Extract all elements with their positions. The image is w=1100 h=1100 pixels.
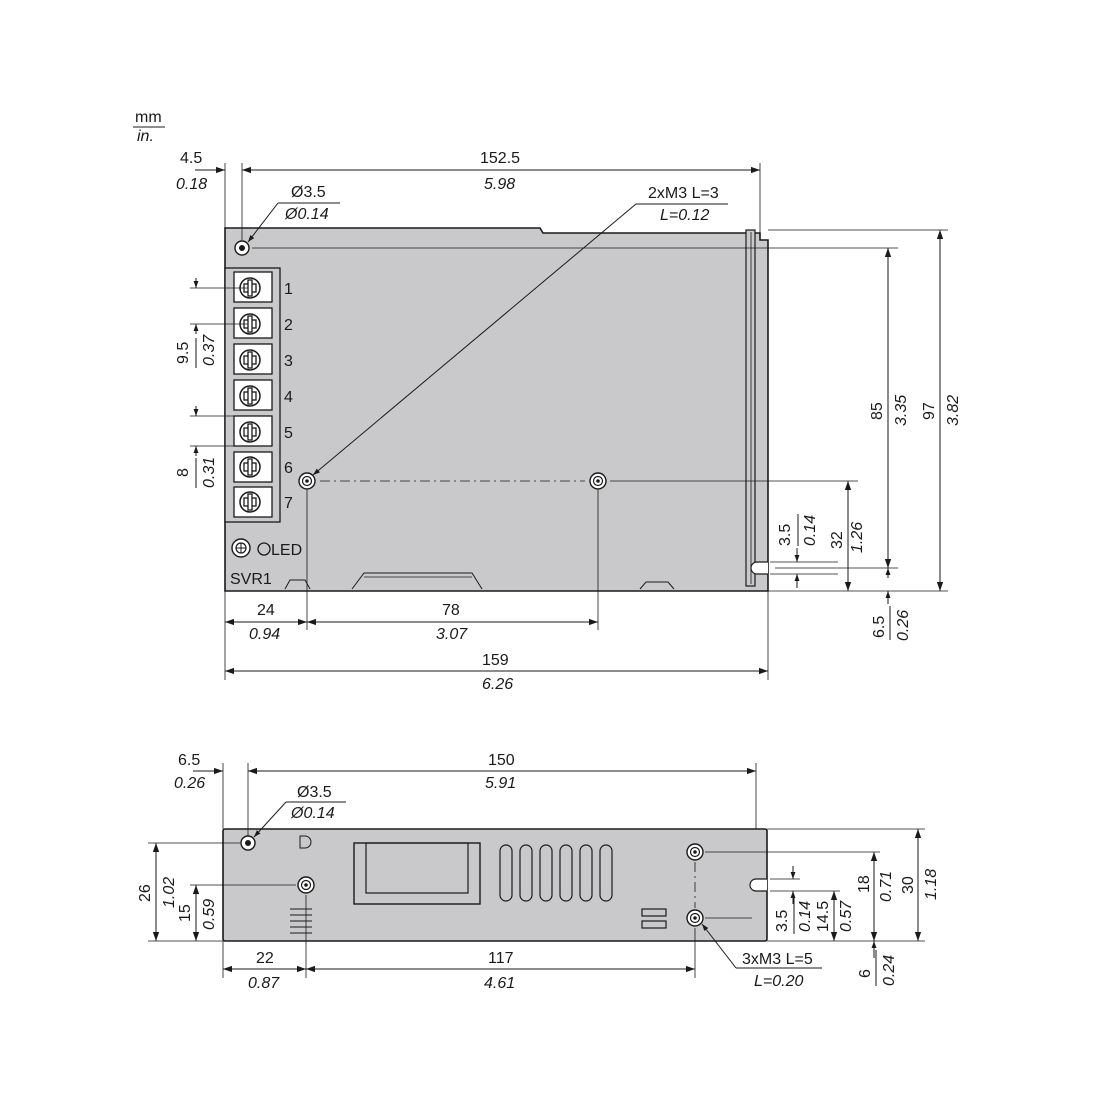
dim-left-offset-mm: 4.5 xyxy=(180,150,202,167)
dim-bottom-offset-mm: 6 xyxy=(857,969,874,978)
led-label: LED xyxy=(271,542,302,559)
dim-right-hole-upper-mm: 18 xyxy=(856,875,873,893)
terminal-screws xyxy=(233,271,273,518)
dim-right-hole-lower-mm: 14.5 xyxy=(815,901,832,932)
dim-hole-spacing-mm: 117 xyxy=(488,950,514,967)
led-indicator: LED xyxy=(231,538,302,559)
dim-hole-spacing-mm: 78 xyxy=(442,602,460,619)
grille xyxy=(290,908,312,934)
terminal-screw xyxy=(233,451,273,483)
dim-height-mm: 97 xyxy=(921,402,938,420)
hole-dia-mm: Ø3.5 xyxy=(291,184,326,201)
dim-total-width-in: 6.26 xyxy=(482,676,513,693)
terminal-screw xyxy=(233,379,273,411)
dim-hole-spacing-in: 3.07 xyxy=(436,626,468,643)
dim-right-hole-lower-in: 0.57 xyxy=(838,900,855,932)
dim-height-mm: 30 xyxy=(900,876,917,894)
dim-height-in: 3.82 xyxy=(945,395,962,426)
dim-upper-hole-in: 1.02 xyxy=(161,877,178,908)
dim-pitch-b-mm: 8 xyxy=(175,468,192,477)
dim-hole-low-mm: 32 xyxy=(829,531,846,549)
terminal-label: 3 xyxy=(284,353,293,370)
top-view-body xyxy=(224,227,769,592)
terminal-label: 4 xyxy=(284,389,293,406)
top-view: 1 2 3 4 5 6 7 LED SVR1 xyxy=(175,150,962,693)
terminal-label: 6 xyxy=(284,460,293,477)
dim-left-offset-in: 0.26 xyxy=(174,775,205,792)
dim-slot-in: 0.14 xyxy=(802,515,819,546)
dim-bottom-offset-mm: 6.5 xyxy=(871,616,888,638)
dim-left-to-hole-mm: 22 xyxy=(256,950,274,967)
terminal-screw xyxy=(233,415,273,447)
threaded-hole xyxy=(298,472,316,490)
dim-hole-low-in: 1.26 xyxy=(849,522,866,553)
dim-width-in: 5.98 xyxy=(484,176,515,193)
dim-width-mm: 150 xyxy=(488,752,515,769)
hole-dia-mm: Ø3.5 xyxy=(297,784,332,801)
threaded-hole xyxy=(297,876,315,894)
screw-callout-line2: L=0.20 xyxy=(754,973,803,990)
side-mounting-hole xyxy=(240,835,256,851)
screw-callout-line1: 3xM3 L=5 xyxy=(742,951,813,968)
dim-pitch-a-in: 0.37 xyxy=(201,334,218,366)
svr-label: SVR1 xyxy=(230,571,272,588)
dim-lower-hole-in: 0.59 xyxy=(201,899,218,930)
dim-left-to-hole-in: 0.87 xyxy=(248,975,280,992)
dim-bottom-offset-in: 0.24 xyxy=(881,955,898,986)
side-view: 6.5 0.26 150 5.91 Ø3.5 Ø0.14 26 1.02 15 … xyxy=(137,752,940,992)
screw-callout-line1: 2xM3 L=3 xyxy=(648,185,719,202)
dim-hole-spacing-in: 4.61 xyxy=(484,975,515,992)
dim-height-in: 1.18 xyxy=(923,869,940,900)
dim-right-hole-upper-in: 0.71 xyxy=(878,871,895,902)
dim-pitch-a-mm: 9.5 xyxy=(175,342,192,364)
terminal-screw xyxy=(233,486,273,518)
unit-in: in. xyxy=(137,128,154,145)
terminal-label: 7 xyxy=(284,495,293,512)
terminal-label: 2 xyxy=(284,317,293,334)
units-legend: mm in. xyxy=(133,109,165,145)
hole-dia-in: Ø0.14 xyxy=(284,206,329,223)
dim-slot-mm: 3.5 xyxy=(774,910,791,932)
dim-left-to-hole-in: 0.94 xyxy=(249,626,280,643)
dim-pitch-b-in: 0.31 xyxy=(201,457,218,488)
dim-slot-mm: 3.5 xyxy=(777,524,794,546)
terminal-screw xyxy=(233,271,273,303)
dim-upper-hole-mm: 26 xyxy=(137,884,154,902)
threaded-hole xyxy=(686,909,704,927)
dim-lower-hole-mm: 15 xyxy=(177,904,194,922)
dim-vertical-mm: 85 xyxy=(869,402,886,420)
dim-width-mm: 152.5 xyxy=(480,150,520,167)
dim-left-offset-mm: 6.5 xyxy=(178,752,200,769)
dim-bottom-offset-in: 0.26 xyxy=(895,610,912,641)
dim-width-in: 5.91 xyxy=(485,775,516,792)
screw-callout-line2: L=0.12 xyxy=(660,207,709,224)
terminal-screw xyxy=(233,343,273,375)
dim-left-offset-in: 0.18 xyxy=(176,176,207,193)
dim-slot-in: 0.14 xyxy=(797,901,814,932)
unit-mm: mm xyxy=(135,109,162,126)
terminal-labels: 1 2 3 4 5 6 7 xyxy=(284,281,293,512)
threaded-hole xyxy=(589,472,607,490)
terminal-screw xyxy=(233,307,273,339)
dim-vertical-in: 3.35 xyxy=(893,395,910,426)
top-mounting-hole xyxy=(234,240,250,256)
terminal-label: 5 xyxy=(284,425,293,442)
vent-slots xyxy=(499,844,613,902)
threaded-hole xyxy=(686,843,704,861)
dim-total-width-mm: 159 xyxy=(482,652,509,669)
dim-left-to-hole-mm: 24 xyxy=(257,602,275,619)
terminal-label: 1 xyxy=(284,281,293,298)
hole-dia-in: Ø0.14 xyxy=(290,805,335,822)
